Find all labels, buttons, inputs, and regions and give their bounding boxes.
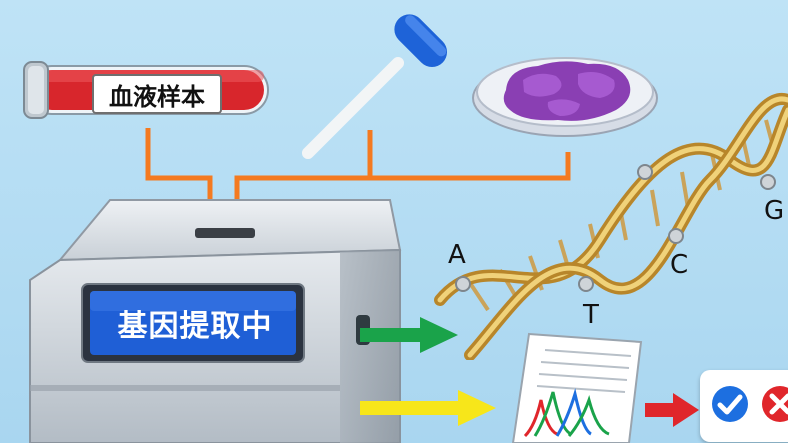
dna-base-label-g: G: [764, 196, 785, 226]
red-arrow-icon: [645, 393, 699, 427]
result-panel: [700, 370, 788, 442]
dna-base-label-a: A: [448, 240, 466, 270]
blood-sample-label: 血液样本: [92, 74, 222, 114]
tissue-petri-dish-icon: [472, 57, 658, 137]
cross-icon: [762, 386, 788, 422]
sequencing-report-document: [511, 332, 643, 443]
green-arrow-icon: [360, 317, 458, 353]
gene-extraction-machine: [29, 199, 402, 443]
yellow-arrow-icon: [360, 390, 496, 426]
dna-double-helix: [434, 92, 788, 360]
dna-base-label-t: T: [583, 300, 599, 330]
dna-base-label-c: C: [670, 250, 689, 280]
machine-screen-text: 基因提取中: [117, 309, 273, 344]
check-icon: [712, 386, 748, 422]
cotton-swab-icon: [302, 14, 448, 159]
